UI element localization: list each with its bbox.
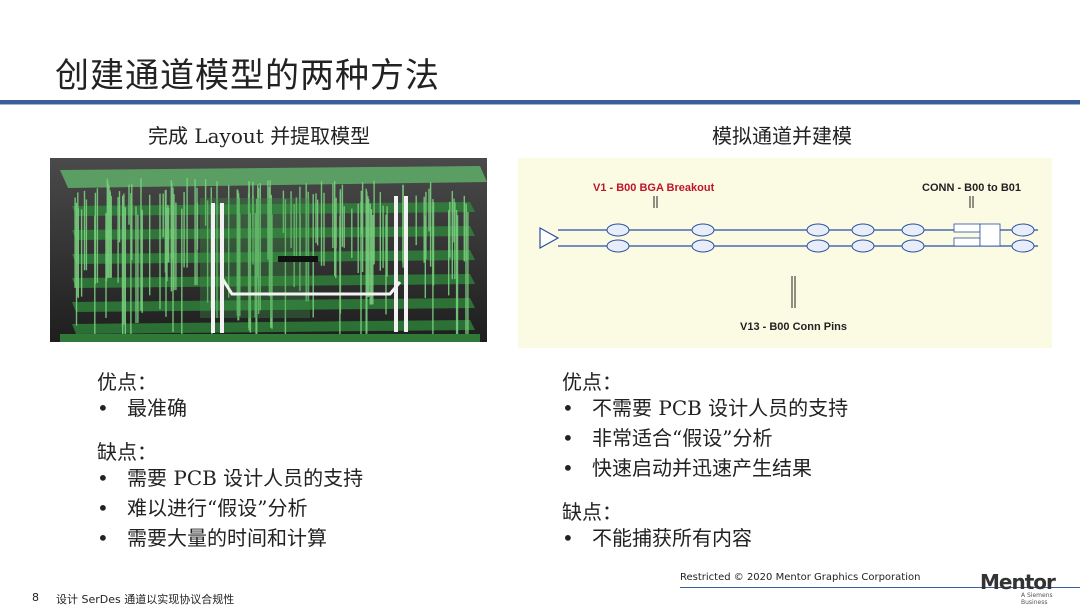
channel-schematic-image: V1 - B00 BGA Breakout CONN - B00 to B01 … bbox=[518, 158, 1052, 348]
page-number: 8 bbox=[32, 591, 39, 604]
title-rule-thin bbox=[0, 104, 1080, 105]
channel-schematic-graphic: V1 - B00 BGA Breakout CONN - B00 to B01 … bbox=[518, 158, 1052, 348]
bullet-icon: • bbox=[562, 526, 574, 550]
tline-symbol bbox=[606, 223, 630, 237]
tline-symbol bbox=[606, 239, 630, 253]
tline-symbol bbox=[1011, 239, 1035, 253]
right-pros-cons: 优点： •不需要 PCB 设计人员的支持 •非常适合“假设”分析 •快速启动并迅… bbox=[562, 370, 848, 556]
footer-title: 设计 SerDes 通道以实现协议合规性 bbox=[56, 593, 235, 606]
left-pros-cons: 优点： •最准确 缺点： •需要 PCB 设计人员的支持 •难以进行“假设”分析… bbox=[97, 370, 363, 556]
title-rule bbox=[0, 100, 1080, 104]
restricted-notice: Restricted © 2020 Mentor Graphics Corpor… bbox=[680, 572, 921, 583]
footer-rule bbox=[680, 587, 1080, 588]
tline-symbol bbox=[851, 223, 875, 237]
right-caption: 模拟通道并建模 bbox=[712, 124, 852, 148]
bullet-icon: • bbox=[562, 456, 574, 480]
tline-symbol bbox=[851, 239, 875, 253]
right-pro-item: •非常适合“假设”分析 bbox=[562, 426, 773, 450]
bullet-icon: • bbox=[97, 466, 109, 490]
left-con-item: •需要 PCB 设计人员的支持 bbox=[97, 466, 364, 490]
tline-symbol bbox=[806, 223, 830, 237]
left-caption: 完成 Layout 并提取模型 bbox=[148, 124, 371, 148]
mentor-logo: Mentor bbox=[980, 570, 1056, 594]
left-con-item: •需要大量的时间和计算 bbox=[97, 526, 327, 550]
tline-symbol bbox=[1011, 223, 1035, 237]
conn-pins-label: V13 - B00 Conn Pins bbox=[740, 321, 847, 333]
right-pros-heading: 优点： bbox=[562, 370, 622, 394]
pcb-layout-image bbox=[50, 158, 487, 342]
left-cons-heading: 缺点： bbox=[97, 440, 157, 464]
slide-title: 创建通道模型的两种方法 bbox=[55, 56, 440, 96]
breakout-label: V1 - B00 BGA Breakout bbox=[593, 182, 715, 194]
right-pro-item: •不需要 PCB 设计人员的支持 bbox=[562, 396, 849, 420]
conn-label: CONN - B00 to B01 bbox=[922, 182, 1021, 194]
left-pro-item: •最准确 bbox=[97, 396, 187, 420]
tline-symbol bbox=[691, 223, 715, 237]
right-con-item: •不能捕获所有内容 bbox=[562, 526, 752, 550]
left-pros-heading: 优点： bbox=[97, 370, 157, 394]
mentor-logo-subtitle: A Siemens Business bbox=[1021, 592, 1053, 606]
bullet-icon: • bbox=[562, 426, 574, 450]
bullet-icon: • bbox=[97, 526, 109, 550]
tline-symbol bbox=[901, 239, 925, 253]
tline-symbol bbox=[901, 223, 925, 237]
right-pro-item: •快速启动并迅速产生结果 bbox=[562, 456, 812, 480]
left-con-item: •难以进行“假设”分析 bbox=[97, 496, 308, 520]
bullet-icon: • bbox=[97, 496, 109, 520]
bullet-icon: • bbox=[562, 396, 574, 420]
right-cons-heading: 缺点： bbox=[562, 500, 622, 524]
pcb-layout-graphic bbox=[50, 158, 487, 342]
bullet-icon: • bbox=[97, 396, 109, 420]
tline-symbol bbox=[806, 239, 830, 253]
tline-symbol bbox=[691, 239, 715, 253]
